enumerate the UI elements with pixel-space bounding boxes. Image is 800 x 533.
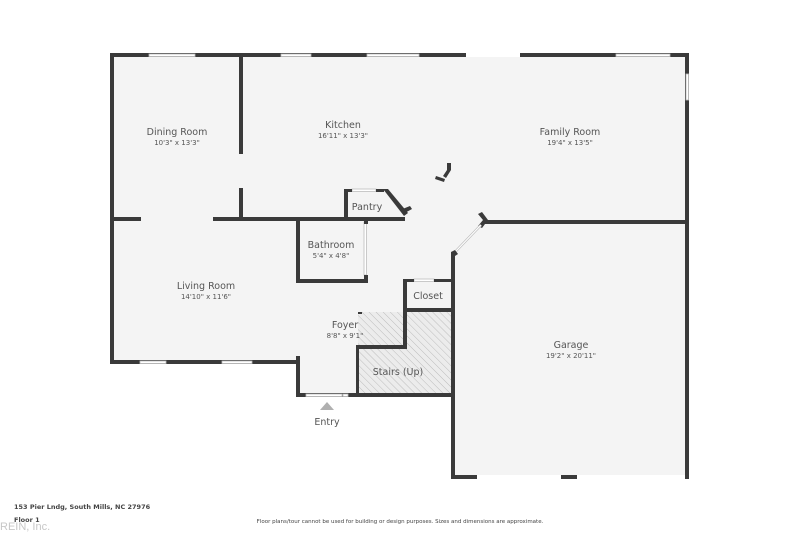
room-name-bathroom: Bathroom xyxy=(308,240,355,251)
kitchen-island-marker xyxy=(443,163,451,178)
floor-areas xyxy=(113,56,686,477)
room-dim-family: 19'4" x 13'5" xyxy=(547,139,593,147)
disclaimer: Floor plans/tour cannot be used for buil… xyxy=(256,519,544,525)
room-name-garage: Garage xyxy=(554,340,589,351)
room-dim-garage: 19'2" x 20'11" xyxy=(546,352,596,360)
room-dim-living: 14'10" x 11'6" xyxy=(181,293,231,301)
address: 153 Pier Lndg, South Mills, NC 27976 xyxy=(14,503,151,511)
room-name-pantry: Pantry xyxy=(352,202,383,213)
room-dim-kitchen: 16'11" x 13'3" xyxy=(318,132,368,140)
floor-label: Floor 1 xyxy=(14,516,40,524)
room-dim-bathroom: 5'4" x 4'8" xyxy=(313,252,350,260)
room-name-living: Living Room xyxy=(177,281,235,292)
room-name-dining: Dining Room xyxy=(147,127,208,138)
entry-label: Entry xyxy=(314,417,340,428)
room-name-closet: Closet xyxy=(413,291,443,302)
windows xyxy=(139,53,689,479)
watermark: REIN, Inc. xyxy=(0,521,51,533)
room-dim-foyer: 8'8" x 9'1" xyxy=(327,332,364,340)
room-name-stairs: Stairs (Up) xyxy=(373,367,424,378)
room-name-family: Family Room xyxy=(540,127,601,138)
room-name-foyer: Foyer xyxy=(332,320,358,331)
room-name-kitchen: Kitchen xyxy=(325,120,361,131)
entry-arrow-icon xyxy=(320,402,334,410)
room-labels: Dining Room 10'3" x 13'3" Kitchen 16'11"… xyxy=(147,120,601,428)
interior-walls xyxy=(113,56,689,395)
room-dim-dining: 10'3" x 13'3" xyxy=(154,139,200,147)
